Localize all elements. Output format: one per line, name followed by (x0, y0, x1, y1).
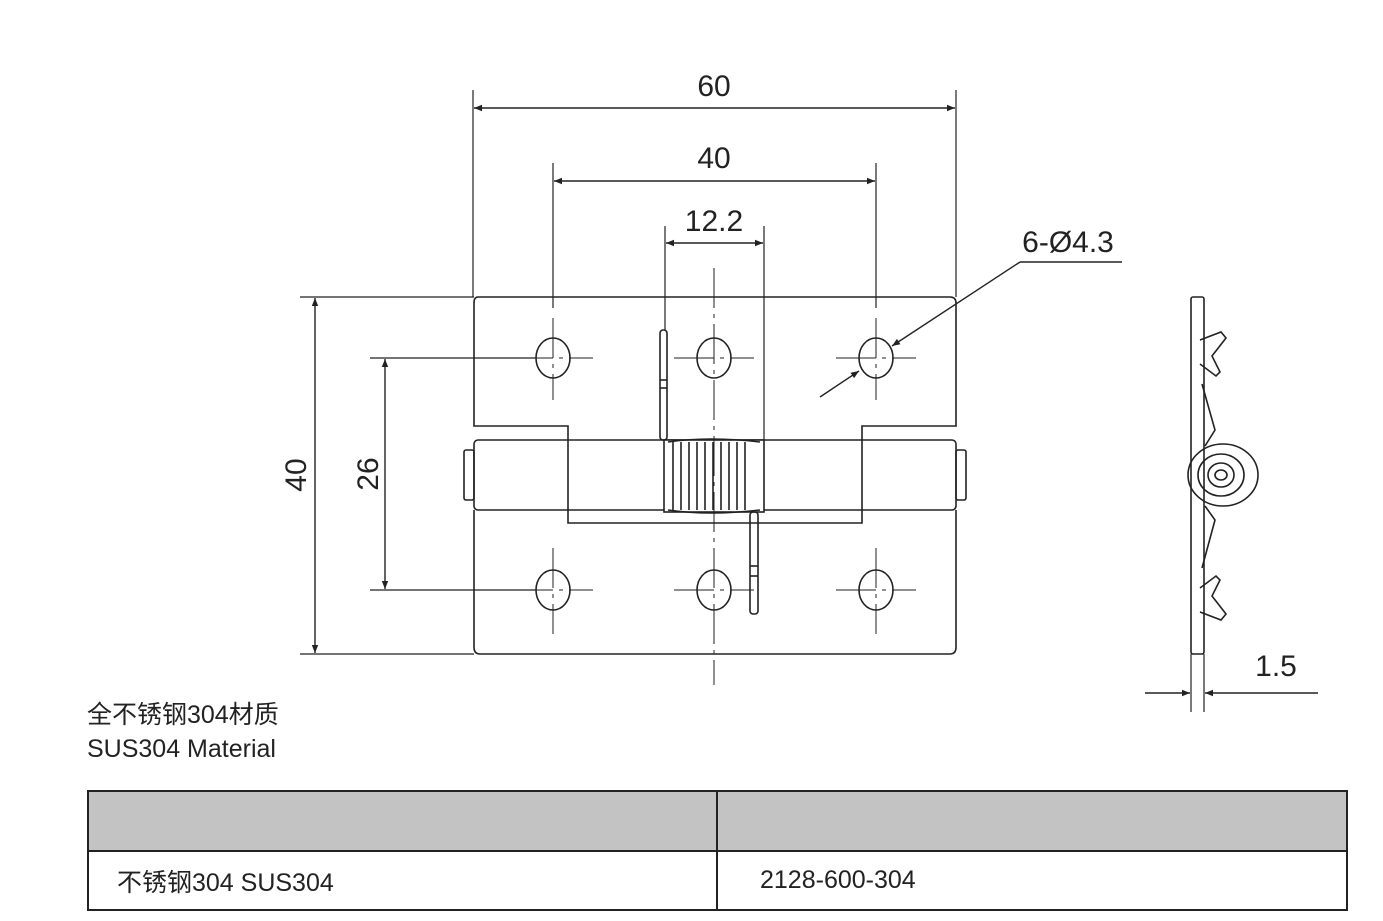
dim-hole-callout: 6-Ø4.3 (1022, 226, 1114, 259)
spec-table: 不锈钢304 SUS304 2128-600-304 (87, 790, 1348, 911)
spec-table-header-cell (716, 790, 1348, 852)
lower-leaf-outline (473, 510, 957, 655)
dim-spring-width: 12.2 (685, 205, 743, 238)
upper-leaf-outline (473, 296, 957, 440)
dimension-lines (311, 104, 1318, 697)
dim-hole-vertical-span: 26 (352, 457, 385, 490)
side-view (1187, 296, 1259, 655)
table-row: 不锈钢304 SUS304 2128-600-304 (87, 850, 1348, 911)
spec-table-header-row (87, 790, 1348, 852)
material-note-english: SUS304 Material (87, 735, 276, 763)
dim-overall-height: 40 (280, 458, 313, 491)
dim-overall-width: 60 (697, 70, 730, 103)
dim-hole-span: 40 (697, 142, 730, 175)
pin-end-right (955, 449, 967, 501)
spec-table-header-cell (87, 790, 718, 852)
material-note-chinese: 全不锈钢304材质 (87, 701, 279, 729)
pin-end-left (463, 449, 475, 501)
torsion-spring (659, 329, 765, 615)
material-cell: 不锈钢304 SUS304 (87, 850, 718, 911)
dim-thickness: 1.5 (1255, 650, 1297, 683)
part-number-cell: 2128-600-304 (716, 850, 1348, 911)
extension-lines (300, 90, 1205, 712)
